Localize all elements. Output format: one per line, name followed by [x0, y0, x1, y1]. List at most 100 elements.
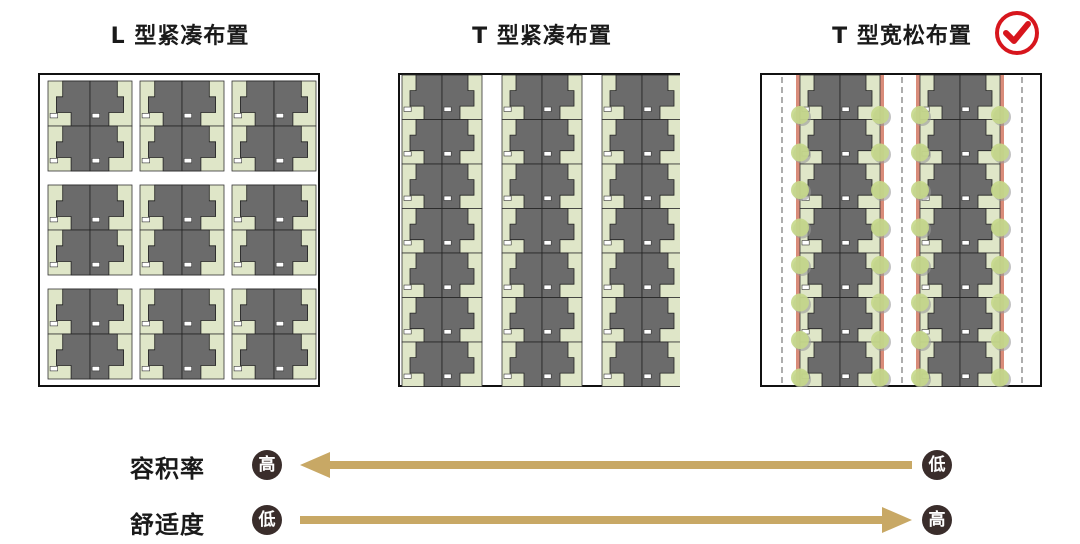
entry — [841, 151, 850, 157]
entry — [443, 151, 452, 157]
entry — [603, 106, 612, 112]
tree — [791, 106, 809, 124]
entry — [643, 373, 652, 379]
entry — [233, 217, 242, 223]
entry — [91, 217, 100, 223]
panel-title-t-compact: T 型紧凑布置 — [472, 24, 612, 49]
entry — [841, 106, 850, 112]
entry — [841, 240, 850, 246]
entry — [961, 329, 970, 335]
entry — [841, 373, 850, 379]
entry — [183, 217, 192, 223]
entry — [141, 217, 150, 223]
entry — [643, 106, 652, 112]
entry — [233, 113, 242, 119]
entry — [643, 151, 652, 157]
metric-badge-comfort-left: 低 — [252, 505, 282, 535]
tree — [871, 181, 889, 199]
entry — [503, 284, 512, 290]
panel-title-t-loose: T 型宽松布置 — [832, 24, 972, 49]
tree — [991, 293, 1009, 312]
entry — [141, 158, 150, 164]
entry — [841, 195, 850, 201]
entry — [275, 262, 284, 268]
entry — [275, 113, 284, 119]
entry — [403, 151, 412, 157]
entry — [543, 151, 552, 157]
entry — [91, 366, 100, 372]
entry — [543, 284, 552, 290]
entry — [643, 284, 652, 290]
tree — [911, 256, 929, 274]
entry — [603, 240, 612, 246]
entry — [443, 106, 452, 112]
entry — [443, 195, 452, 201]
entry — [183, 113, 192, 119]
entry — [183, 262, 192, 268]
tree — [791, 293, 809, 312]
entry — [543, 373, 552, 379]
entry — [961, 195, 970, 201]
tree — [791, 331, 809, 349]
entry — [403, 373, 412, 379]
entry — [49, 113, 58, 119]
entry — [841, 284, 850, 290]
entry — [643, 195, 652, 201]
panel-title-l-compact: L 型紧凑布置 — [110, 24, 250, 49]
entry — [543, 195, 552, 201]
tree — [871, 106, 889, 124]
t-compact-layout-diagram — [398, 73, 680, 387]
tree — [991, 143, 1009, 162]
entry — [183, 158, 192, 164]
entry — [643, 329, 652, 335]
tree — [911, 106, 929, 124]
entry — [543, 240, 552, 246]
entry — [275, 366, 284, 372]
tree — [871, 218, 889, 237]
entry — [603, 284, 612, 290]
t-loose-layout-diagram — [760, 73, 1042, 387]
entry — [49, 366, 58, 372]
entry — [801, 240, 810, 246]
arrow-right-icon — [300, 507, 912, 533]
arrow-left-icon — [300, 452, 912, 478]
entry — [49, 321, 58, 327]
metric-label-plot-ratio: 容积率 — [130, 455, 205, 483]
entry — [183, 321, 192, 327]
entry — [961, 106, 970, 112]
tree — [871, 143, 889, 162]
entry — [603, 151, 612, 157]
tree — [991, 331, 1009, 349]
entry — [921, 240, 930, 246]
tree — [991, 181, 1009, 199]
entry — [603, 373, 612, 379]
entry — [403, 284, 412, 290]
entry — [603, 329, 612, 335]
entry — [275, 321, 284, 327]
entry — [233, 366, 242, 372]
entry — [49, 217, 58, 223]
entry — [543, 106, 552, 112]
entry — [503, 329, 512, 335]
tree — [911, 143, 929, 162]
entry — [91, 321, 100, 327]
entry — [961, 373, 970, 379]
entry — [961, 240, 970, 246]
entry — [141, 262, 150, 268]
entry — [921, 284, 930, 290]
entry — [91, 262, 100, 268]
tree — [991, 106, 1009, 124]
entry — [841, 329, 850, 335]
entry — [443, 373, 452, 379]
tree — [911, 368, 929, 387]
entry — [503, 151, 512, 157]
entry — [275, 217, 284, 223]
entry — [443, 284, 452, 290]
entry — [233, 158, 242, 164]
entry — [503, 240, 512, 246]
entry — [141, 113, 150, 119]
metric-badge-plot-ratio-left: 高 — [252, 450, 282, 480]
tree — [911, 331, 929, 349]
entry — [91, 113, 100, 119]
entry — [403, 240, 412, 246]
